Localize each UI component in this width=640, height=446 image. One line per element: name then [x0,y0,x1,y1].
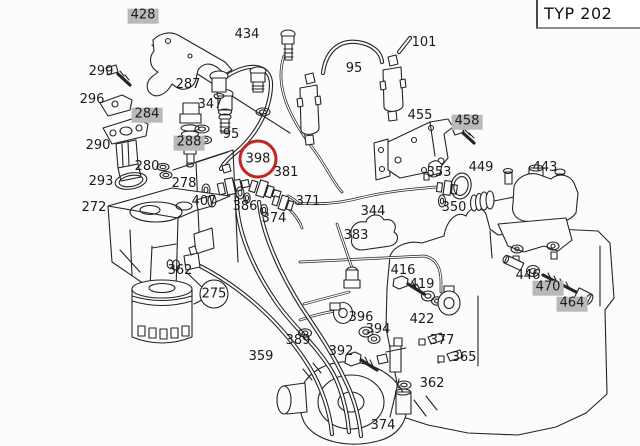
part-label-464: 464 [556,297,588,312]
nut-470-drawing [525,264,541,278]
part-label-95: 95 [222,127,240,143]
part-label-392: 392 [328,344,354,360]
part-label-458: 458 [451,115,483,130]
bolt-416-drawing [392,275,426,296]
banjo-bolt-347-drawing [209,66,271,117]
part-label-374: 374 [370,418,396,434]
fitting-374-lower-drawing [376,337,412,418]
part-label-434: 434 [234,27,260,43]
part-label-353: 353 [426,165,452,181]
part-label-275: 275 [199,279,229,309]
oring-374-upper-drawing [259,203,269,217]
part-label-350: 350 [441,200,467,216]
part-label-371: 371 [295,194,321,210]
fuel-hoses-drawing [197,35,413,439]
part-label-101: 101 [411,35,437,51]
filter-housing-443-drawing [469,164,579,264]
part-label-398: 398 [238,139,278,179]
pin-446-drawing [502,254,525,271]
injector-right-drawing [379,54,407,122]
clamp-377-drawing [418,332,445,346]
part-label-287: 287 [175,77,201,93]
part-label-95: 95 [345,61,363,77]
part-label-383: 383 [343,228,369,244]
clamp-365-drawing [437,349,464,364]
part-label-278: 278 [171,176,197,192]
part-label-419: 419 [409,277,435,293]
part-label-362: 362 [167,263,193,279]
part-label-365: 365 [451,350,477,366]
part-label-359: 359 [248,349,274,365]
part-label-299: 299 [88,64,114,80]
washer-389-drawing [297,328,313,338]
fitting-362-left-drawing [166,245,201,271]
part-label-389: 389 [285,333,311,349]
part-label-288: 288 [173,136,205,151]
part-label-455: 455 [407,108,433,124]
model-type-box: TYP 202 [536,0,640,29]
bolt-299-drawing [105,64,132,87]
bolt-287-drawing [216,88,234,134]
part-label-449: 449 [468,160,494,176]
seal-350-drawing [437,194,447,208]
banjo-396-drawing [329,301,354,325]
part-label-280: 280 [134,159,160,175]
part-label-416: 416 [390,263,416,279]
bolt-434-drawing [280,29,296,61]
washers-394-drawing [358,326,381,345]
part-label-377: 377 [429,333,455,349]
part-label-394: 394 [365,322,391,338]
part-label-290: 290 [85,138,111,154]
plate-296-drawing [99,94,133,117]
connector-371-drawing [271,194,295,212]
oring-293-drawing [114,172,148,190]
connector-381-drawing [248,179,282,199]
part-label-470: 470 [532,281,564,296]
washers-419-drawing [420,290,444,306]
injector-left-drawing [296,72,322,146]
banjo-422-drawing [437,285,461,316]
oring-449-drawing [450,172,472,200]
fitting-383-drawing [343,266,361,289]
part-label-362: 362 [419,376,445,392]
part-label-272: 272 [81,200,107,216]
oil-filter-275-drawing [131,271,204,344]
pump-290-drawing [102,117,149,182]
part-label-446: 446 [515,268,541,284]
part-label-347: 347 [197,97,223,113]
part-label-296: 296 [79,92,105,108]
part-label-386: 386 [232,199,258,215]
part-label-344: 344 [360,204,386,220]
bolt-392-drawing [344,351,379,372]
model-type-label: TYP 202 [544,4,613,23]
part-label-443: 443 [532,160,558,176]
part-label-284: 284 [131,108,163,123]
part-label-374: 374 [261,211,287,227]
part-label-428: 428 [127,9,159,24]
part-label-293: 293 [88,174,114,190]
part-label-396: 396 [348,310,374,326]
part-label-381: 381 [273,165,299,181]
fitting-398-bolt [221,163,232,174]
part-label-422: 422 [409,312,435,328]
part-label-407: 407 [191,194,217,210]
washers-386-drawing [235,186,251,204]
clamp-353-drawing [423,160,443,181]
